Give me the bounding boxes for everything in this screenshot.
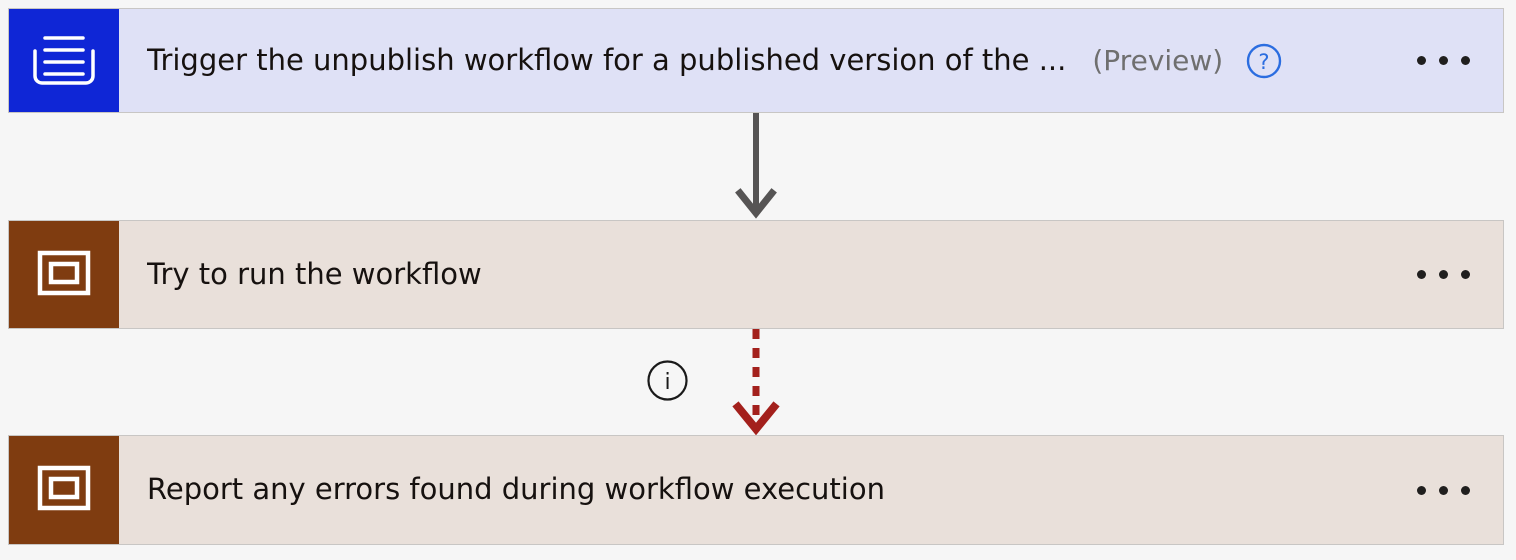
run-workflow-card-body: Try to run the workflow (119, 221, 1383, 328)
overflow-dot (1438, 270, 1448, 279)
trigger-overflow-menu-button[interactable] (1383, 9, 1503, 112)
overflow-dot (1416, 270, 1426, 279)
run-workflow-overflow-menu-button[interactable] (1383, 221, 1503, 328)
report-errors-overflow-menu-button[interactable] (1383, 436, 1503, 544)
info-badge-letter: i (664, 370, 670, 395)
overflow-dot (1438, 56, 1448, 65)
help-circle-icon[interactable]: ? (1245, 42, 1283, 80)
report-errors-card-body: Report any errors found during workflow … (119, 436, 1383, 544)
svg-text:?: ? (1259, 50, 1270, 74)
trigger-card-body: Trigger the unpublish workflow for a pub… (119, 9, 1383, 112)
report-errors-title: Report any errors found during workflow … (147, 473, 885, 507)
nested-rectangle-icon (37, 250, 91, 300)
action-icon-tile (9, 436, 119, 544)
overflow-dot (1460, 270, 1470, 279)
trigger-icon-tile (9, 9, 119, 112)
overflow-dot (1460, 56, 1470, 65)
trigger-title: Trigger the unpublish workflow for a pub… (147, 43, 1067, 77)
preview-badge: (Preview) (1092, 44, 1224, 77)
flow-node-report-errors[interactable]: Report any errors found during workflow … (8, 435, 1504, 545)
run-workflow-title: Try to run the workflow (147, 257, 482, 291)
nested-rectangle-icon (37, 465, 91, 515)
overflow-dot (1416, 56, 1426, 65)
document-lines-icon (31, 29, 97, 93)
connector-trigger-to-run (720, 113, 792, 220)
action-icon-tile (9, 221, 119, 328)
overflow-dot (1438, 485, 1448, 495)
overflow-dot (1416, 485, 1426, 495)
overflow-dot (1460, 485, 1470, 495)
info-circle-icon[interactable]: i (645, 358, 690, 403)
flow-node-trigger[interactable]: Trigger the unpublish workflow for a pub… (8, 8, 1504, 113)
flow-node-run-workflow[interactable]: Try to run the workflow (8, 220, 1504, 329)
connector-run-to-report (720, 329, 792, 436)
